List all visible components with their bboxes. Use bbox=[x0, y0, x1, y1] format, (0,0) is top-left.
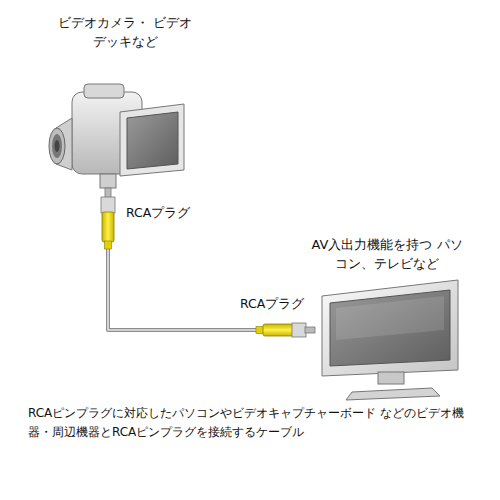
rca-plug bbox=[256, 323, 315, 337]
rca-cable bbox=[108, 188, 308, 330]
plug-label: RCAプラグ bbox=[238, 296, 306, 313]
device-label: ビデオカメラ・ ビデオデッキなど bbox=[55, 14, 195, 52]
tv-monitor bbox=[322, 280, 458, 400]
video-camera bbox=[49, 84, 184, 188]
rca-plug bbox=[101, 188, 115, 249]
device-node: AV入出力機能を持つ パソコン、テレビなど bbox=[308, 236, 466, 404]
caption-text: RCAピンプラグに対応したパソコンやビデオキャプチャーボード などのビデオ機器・… bbox=[28, 404, 480, 441]
plug-label: RCAプラグ bbox=[124, 205, 192, 222]
device-label: AV入出力機能を持つ パソコン、テレビなど bbox=[308, 236, 466, 274]
device-node: ビデオカメラ・ ビデオデッキなど bbox=[55, 14, 195, 188]
